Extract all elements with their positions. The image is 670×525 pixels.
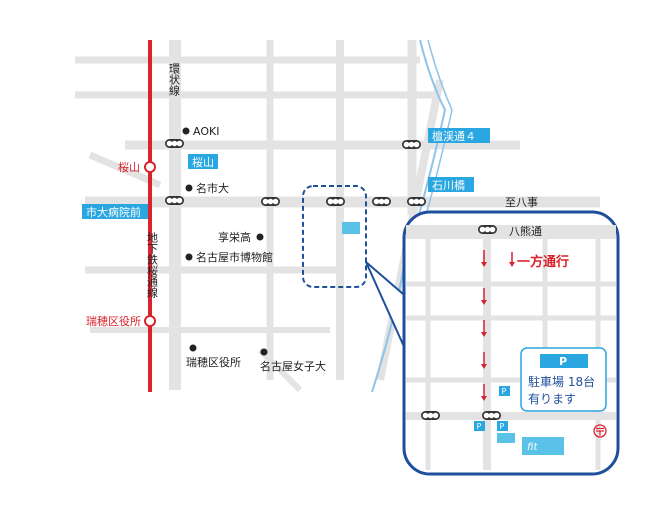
landmark-museum: 名古屋市博物館 xyxy=(185,250,273,264)
inset-destination xyxy=(497,433,515,443)
one-way-arrows xyxy=(481,250,515,401)
svg-text:名古屋女子大: 名古屋女子大 xyxy=(260,359,326,373)
signal-icon xyxy=(372,197,391,206)
svg-text:檀渓通４: 檀渓通４ xyxy=(432,129,476,143)
inset-yakuma-label: 八熊通 xyxy=(509,224,542,238)
signal-icon xyxy=(421,411,440,420)
svg-text:名古屋市博物館: 名古屋市博物館 xyxy=(196,250,273,264)
svg-text:享栄高: 享栄高 xyxy=(218,230,251,244)
company-logo: fit xyxy=(522,437,564,455)
arrow-down-icon xyxy=(481,352,487,369)
signal-icon xyxy=(326,197,345,206)
one-way-label: 一方通行 xyxy=(517,254,569,270)
svg-text:AOKI: AOKI xyxy=(193,125,219,138)
traffic-signals xyxy=(165,139,426,206)
svg-text:P: P xyxy=(502,387,507,396)
tag-ishikawabashi: 石川橋 xyxy=(428,177,474,192)
station-mizuho-label: 瑞穂区役所 xyxy=(86,314,141,328)
signal-icon xyxy=(482,411,501,420)
svg-text:fit: fit xyxy=(527,442,538,453)
arrow-down-icon xyxy=(481,320,487,337)
river xyxy=(371,39,447,393)
svg-text:名市大: 名市大 xyxy=(196,181,229,195)
station-sakurayama-marker xyxy=(144,161,156,173)
parking-info-box: P 駐車場 18台 有ります xyxy=(520,347,607,412)
signal-icon xyxy=(478,225,497,234)
arrow-down-icon xyxy=(481,384,487,401)
svg-text:瑞穂区役所: 瑞穂区役所 xyxy=(186,355,241,369)
inset-roads xyxy=(406,225,616,470)
signal-icon xyxy=(165,139,184,148)
svg-text:P: P xyxy=(559,355,567,368)
tag-sakurayama: 桜山 xyxy=(188,154,218,169)
parking-marker: P xyxy=(497,421,508,431)
arrow-down-icon xyxy=(481,288,487,305)
destination-marker xyxy=(342,222,360,234)
svg-text:P: P xyxy=(500,422,505,431)
parking-marker: P xyxy=(474,421,485,431)
ring-road-label: 環状線 xyxy=(168,63,181,96)
svg-text:市大病院前: 市大病院前 xyxy=(86,205,141,219)
svg-text:駐車場 18台: 駐車場 18台 xyxy=(528,374,595,389)
signal-icon xyxy=(261,197,280,206)
subway-line-label: 地下鉄桜通線 xyxy=(146,232,159,298)
road-diag-girls xyxy=(257,347,303,393)
station-sakurayama-label: 桜山 xyxy=(118,160,140,174)
svg-text:桜山: 桜山 xyxy=(192,155,214,169)
landmark-ward-office: 瑞穂区役所 xyxy=(186,344,241,369)
signal-icon xyxy=(402,140,421,149)
signal-icon xyxy=(165,196,184,205)
post-office-icon xyxy=(593,424,607,438)
tag-kasumigaoka4: 檀渓通４ xyxy=(428,128,490,143)
arrow-down-icon xyxy=(509,252,515,267)
landmark-aoki: AOKI xyxy=(182,125,219,138)
landmark-girls-univ: 名古屋女子大 xyxy=(260,348,326,373)
highlight-area xyxy=(302,185,367,288)
parking-marker: P xyxy=(499,386,510,396)
svg-text:石川橋: 石川橋 xyxy=(432,178,465,192)
station-mizuho-marker xyxy=(144,315,156,327)
svg-text:有ります: 有ります xyxy=(528,392,576,406)
road-yagoto-label: 至八事 xyxy=(505,196,538,209)
arrow-down-icon xyxy=(481,250,487,267)
signal-icon xyxy=(407,197,426,206)
svg-text:P: P xyxy=(477,422,482,431)
landmark-kyoeiko: 享栄高 xyxy=(218,230,264,244)
landmark-meishidai: 名市大 xyxy=(185,181,229,195)
tag-shidaibyoinmae: 市大病院前 xyxy=(82,204,148,219)
